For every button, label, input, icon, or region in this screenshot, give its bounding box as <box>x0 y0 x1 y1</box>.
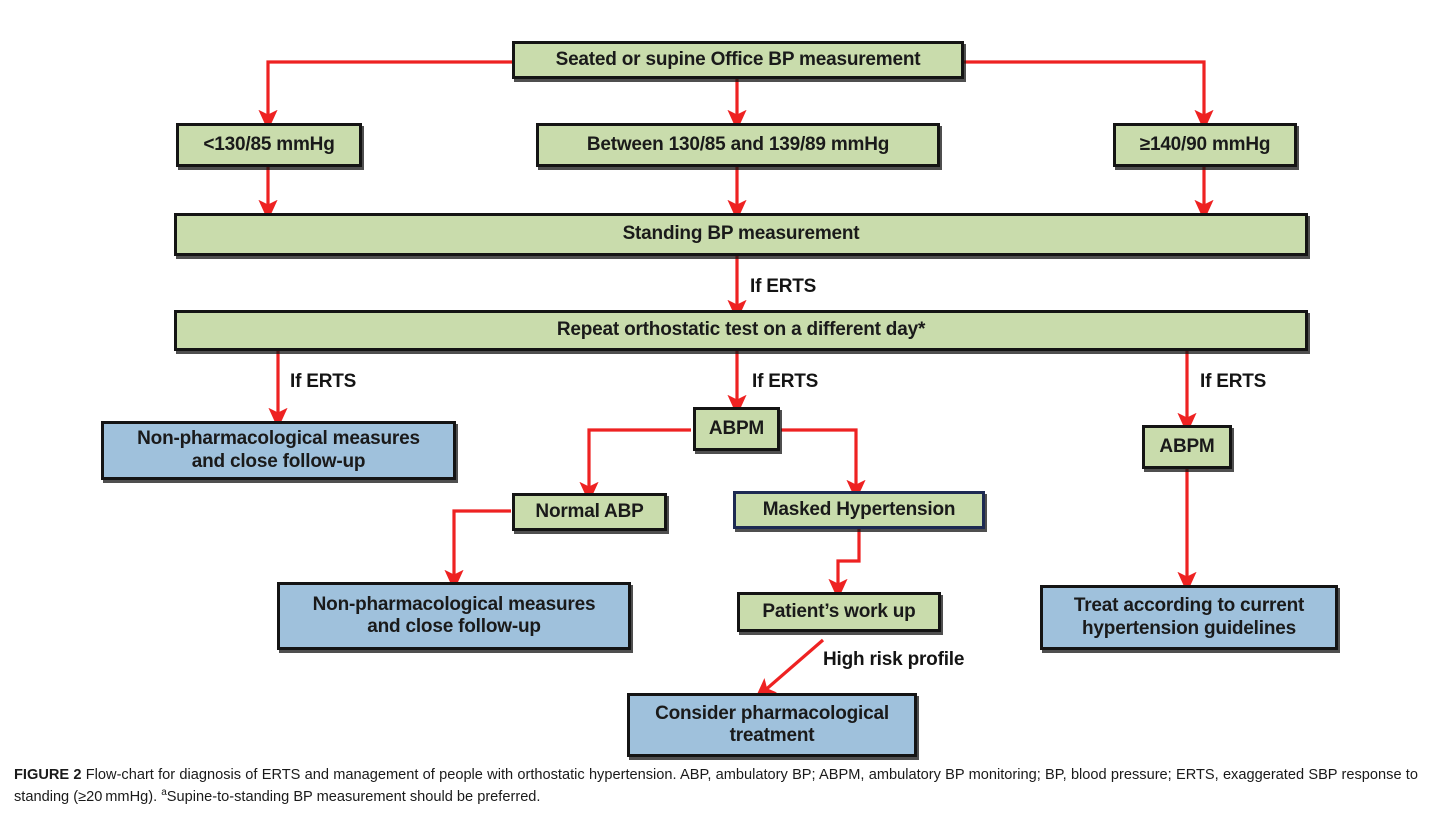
node-patient-work-up[interactable]: Patient’s work up <box>737 592 941 632</box>
line-2: hypertension guidelines <box>1082 617 1296 639</box>
node-abpm-middle-label: ABPM <box>708 417 765 439</box>
node-normal-abp-label: Normal ABP <box>535 500 644 522</box>
node-consider-pharmacological-label: Consider pharmacological treatment <box>655 703 889 748</box>
edge-abpm-to-masked-htn <box>781 428 866 501</box>
flowchart-connectors <box>258 60 1214 700</box>
node-treat-guidelines-label: Treat according to current hypertension … <box>1074 595 1304 640</box>
edge-normal-abp-to-nonpharm-mid <box>444 509 511 591</box>
node-treat-guidelines[interactable]: Treat according to current hypertension … <box>1040 585 1338 650</box>
node-normal-abp[interactable]: Normal ABP <box>512 493 667 531</box>
node-consider-pharmacological[interactable]: Consider pharmacological treatment <box>627 693 917 757</box>
node-office-bp-label: Seated or supine Office BP measurement <box>555 48 921 70</box>
figure-caption: FIGURE 2 Flow-chart for diagnosis of ERT… <box>14 765 1418 807</box>
line-2: and close follow-up <box>191 450 366 472</box>
caption-line-2: Supine-to-standing BP measurement should… <box>166 788 541 805</box>
node-abpm-right[interactable]: ABPM <box>1142 425 1232 469</box>
node-ge-140-90[interactable]: ≥140/90 mmHg <box>1113 123 1297 167</box>
node-ge-140-90-label: ≥140/90 mmHg <box>1139 133 1271 155</box>
edge-label-high-risk-profile: High risk profile <box>823 649 965 670</box>
node-between-130-139[interactable]: Between 130/85 and 139/89 mmHg <box>536 123 940 167</box>
edge-label-if-erts-right: If ERTS <box>1200 371 1267 392</box>
node-abpm-middle[interactable]: ABPM <box>693 407 780 451</box>
line-2: treatment <box>729 725 815 746</box>
edge-workup-to-consider-pharm <box>754 638 825 700</box>
node-abpm-right-label: ABPM <box>1159 435 1215 457</box>
node-repeat-orthostatic-test-label: Repeat orthostatic test on a different d… <box>556 319 926 341</box>
edge-masked-htn-to-workup <box>828 528 861 600</box>
line-1: Consider pharmacological <box>655 702 889 724</box>
caption-figure-label: FIGURE 2 <box>14 767 82 783</box>
node-lt-130-85[interactable]: <130/85 mmHg <box>176 123 362 167</box>
line-1: Treat according to current <box>1073 595 1305 617</box>
node-masked-hypertension[interactable]: Masked Hypertension <box>733 491 985 529</box>
edge-label-if-erts-left: If ERTS <box>290 371 357 392</box>
edge-label-if-erts-standing: If ERTS <box>750 276 817 297</box>
edge-label-if-erts-mid: If ERTS <box>752 371 819 392</box>
node-nonpharmacological-middle-label: Non-pharmacological measures and close f… <box>313 594 596 639</box>
caption-superscript-a: a <box>161 786 167 798</box>
caption-line-1: Flow-chart for diagnosis of ERTS and man… <box>14 767 1418 805</box>
node-patient-work-up-label: Patient’s work up <box>762 600 916 622</box>
edge-office-to-lt13085 <box>258 60 512 131</box>
edge-office-to-ge14090 <box>962 60 1214 131</box>
edge-abpm-to-normal-abp <box>579 428 691 503</box>
node-masked-hypertension-label: Masked Hypertension <box>762 498 956 520</box>
node-standing-bp[interactable]: Standing BP measurement <box>174 213 1308 256</box>
node-nonpharmacological-middle[interactable]: Non-pharmacological measures and close f… <box>277 582 631 650</box>
line-1: Non-pharmacological measures <box>312 593 596 615</box>
node-between-130-139-label: Between 130/85 and 139/89 mmHg <box>586 133 890 155</box>
node-standing-bp-label: Standing BP measurement <box>622 223 860 245</box>
node-repeat-orthostatic-test[interactable]: Repeat orthostatic test on a different d… <box>174 310 1308 351</box>
node-nonpharmacological-left[interactable]: Non-pharmacological measures and close f… <box>101 421 456 480</box>
node-nonpharmacological-left-label: Non-pharmacological measures and close f… <box>137 428 420 473</box>
line-2: and close follow-up <box>367 616 541 637</box>
line-1: Non-pharmacological measures <box>137 428 420 450</box>
node-lt-130-85-label: <130/85 mmHg <box>203 133 335 155</box>
node-office-bp[interactable]: Seated or supine Office BP measurement <box>512 41 964 79</box>
